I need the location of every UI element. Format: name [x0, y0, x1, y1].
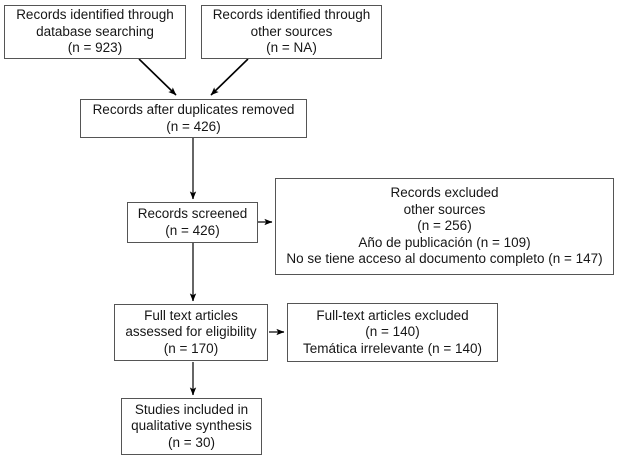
studies-included-qualitative-synthesis: Studies included in qualitative synthesi… [121, 398, 262, 455]
records-screened: Records screened (n = 426) [127, 202, 258, 243]
node-count: (n = 426) [166, 118, 221, 134]
node-count: (n = 140) [365, 324, 420, 340]
node-line: Studies included in [134, 401, 249, 417]
node-count: (n = 256) [417, 218, 472, 234]
node-count: (n = 30) [168, 434, 215, 450]
node-line: Records identified through [16, 7, 174, 23]
node-line: database searching [36, 23, 154, 39]
records-identified-other-sources: Records identified through other sources… [201, 5, 382, 59]
node-count: (n = NA) [266, 40, 317, 56]
node-count: (n = 923) [67, 40, 123, 56]
node-reason: Año de publicación (n = 109) [358, 234, 531, 250]
node-line: Full-text articles excluded [316, 307, 469, 323]
full-text-articles-assessed: Full text articles assessed for eligibil… [114, 304, 268, 361]
node-line: qualitative synthesis [131, 418, 252, 434]
records-after-duplicates-removed: Records after duplicates removed (n = 42… [80, 99, 307, 138]
node-line: Records excluded [390, 185, 499, 201]
full-text-articles-excluded: Full-text articles excluded (n = 140) Te… [287, 303, 498, 362]
node-line: other sources [403, 201, 486, 217]
node-line: assessed for eligibility [125, 324, 257, 340]
node-line: Records identified through [212, 7, 371, 23]
node-reason: No se tiene acceso al documento completo… [286, 251, 603, 267]
node-line: Records after duplicates removed [92, 101, 295, 117]
records-excluded: Records excluded other sources (n = 256)… [275, 178, 614, 275]
node-count: (n = 170) [163, 340, 219, 356]
node-line: Records screened [137, 205, 248, 221]
edge-other-sources-to-duplicates [210, 58, 249, 96]
node-reason: Temática irrelevante (n = 140) [303, 340, 482, 356]
node-line: Full text articles [144, 307, 238, 323]
node-count: (n = 426) [165, 222, 220, 238]
records-identified-database-searching: Records identified through database sear… [4, 5, 186, 59]
node-line: other sources [250, 23, 333, 39]
edge-database-to-duplicates [138, 58, 177, 96]
